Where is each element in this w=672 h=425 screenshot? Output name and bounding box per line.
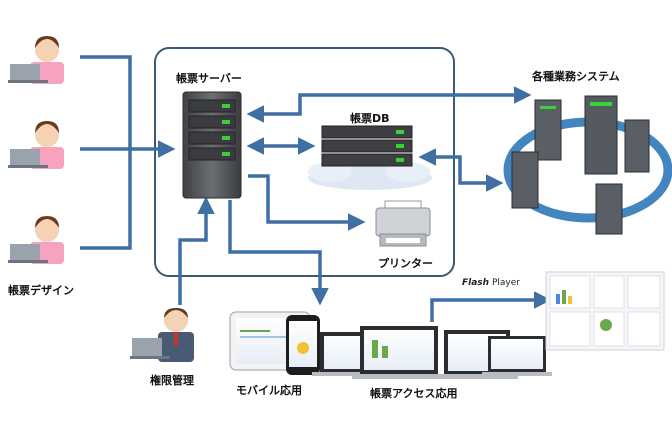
laptops-icon — [312, 326, 552, 379]
flash-arrow — [430, 291, 552, 322]
auth-server-arrow — [178, 196, 215, 305]
db-label: 帳票DB — [350, 112, 390, 125]
database-icon — [308, 125, 432, 190]
admin-person-icon — [130, 308, 194, 362]
printer-icon — [375, 200, 431, 247]
mobile-devices-icon — [229, 311, 320, 375]
designer-label: 帳票デザイン — [8, 284, 74, 297]
server-icon — [182, 91, 242, 199]
printer-label: プリンター — [378, 257, 433, 270]
web-label: 帳票アクセス応用 — [370, 387, 458, 400]
server-web-arrow — [228, 200, 329, 306]
auth-label: 権限管理 — [150, 374, 194, 387]
server-label: 帳票サーバー — [176, 72, 242, 85]
db-systems-arrow — [418, 148, 504, 192]
flash-brand: Flash — [462, 278, 490, 288]
flash-suffix: Player — [489, 278, 520, 288]
server-systems-arrow — [246, 86, 532, 123]
server-printer-arrow — [248, 174, 366, 231]
flash-player-label: Flash Player — [462, 278, 520, 288]
designer-person-icon — [8, 36, 64, 264]
mobile-label: モバイル応用 — [236, 384, 302, 397]
business-systems-icon — [503, 95, 672, 235]
designer-connectors — [80, 55, 176, 250]
systems-label: 各種業務システム — [532, 70, 620, 83]
dashboard-thumbnails-icon — [545, 271, 665, 351]
